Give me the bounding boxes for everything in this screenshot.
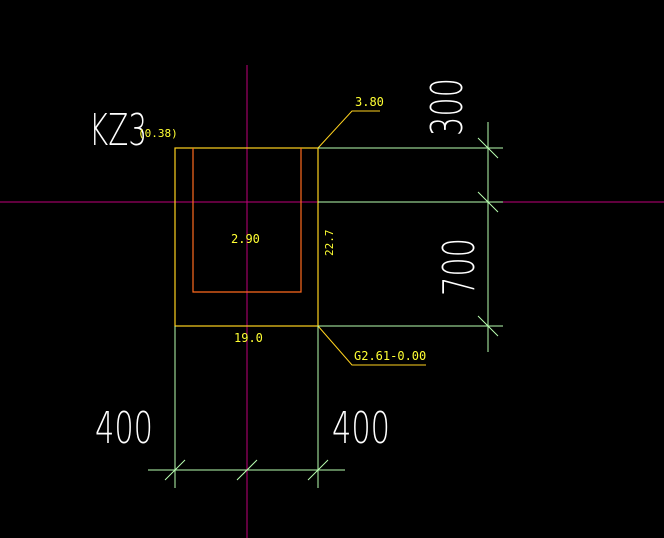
column-outline[interactable]	[174, 147, 319, 327]
dim-bottom-right[interactable]: 400	[332, 403, 390, 454]
bottom-leader-text[interactable]: G2.61-0.00	[354, 349, 426, 363]
bottom-dimension-chain[interactable]	[148, 326, 345, 488]
dim-right-lower[interactable]: 700	[434, 238, 485, 296]
bottom-leader-line	[317, 325, 426, 366]
top-leader-line	[317, 110, 380, 149]
bottom-side-text: 19.0	[234, 331, 263, 345]
right-side-text: 22.7	[323, 230, 336, 257]
dim-right-upper[interactable]: 300	[422, 78, 473, 136]
rebar-cage[interactable]	[192, 148, 302, 293]
column-level-text: (0.38)	[138, 127, 178, 140]
top-leader-text[interactable]: 3.80	[355, 95, 384, 109]
dim-bottom-left[interactable]: 400	[95, 403, 153, 454]
inner-area-text: 2.90	[231, 232, 260, 246]
right-dimension-chain[interactable]	[318, 122, 503, 352]
column-label[interactable]: KZ3	[89, 105, 147, 156]
